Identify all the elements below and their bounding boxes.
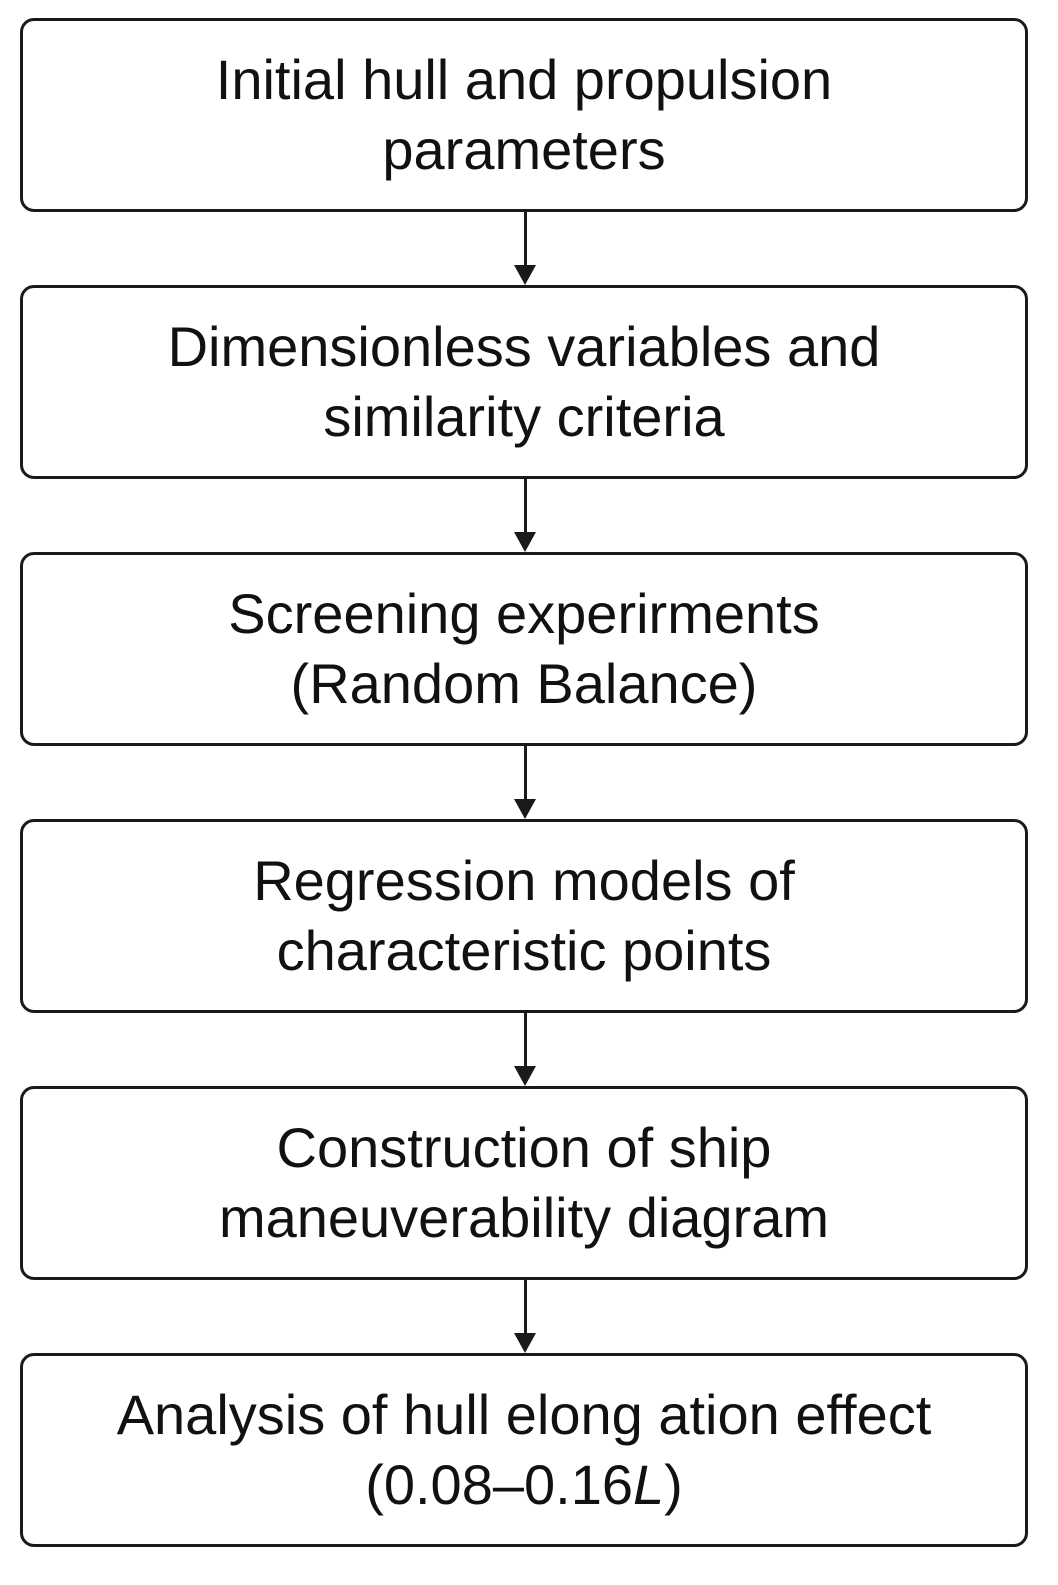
step-text-line-1: Construction of ship bbox=[276, 1116, 772, 1179]
step-text-line-1: Screening experirments bbox=[228, 582, 820, 645]
hull-length-symbol: L bbox=[632, 1453, 665, 1516]
arrow-head-icon bbox=[514, 532, 536, 552]
range-text: (0.08–0.16 bbox=[365, 1453, 633, 1516]
step-text-line-2: characteristic points bbox=[276, 919, 772, 982]
step-text-line-1: Regression models of bbox=[253, 849, 795, 912]
step-text-line-1: Initial hull and propulsion bbox=[215, 48, 833, 111]
step-text-line-2: similarity criteria bbox=[323, 385, 725, 448]
arrow-head-icon bbox=[514, 1066, 536, 1086]
step-text-line-2: (0.08–0.16L) bbox=[365, 1450, 683, 1520]
step-dimensionless-variables: Dimensionless variables and similarity c… bbox=[20, 285, 1028, 479]
arrow-head-icon bbox=[514, 265, 536, 285]
step-initial-parameters: Initial hull and propulsion parameters bbox=[20, 18, 1028, 212]
step-text-line-2: maneuverability diagram bbox=[218, 1186, 830, 1249]
arrow-head-icon bbox=[514, 1333, 536, 1353]
step-regression-models: Regression models of characteristic poin… bbox=[20, 819, 1028, 1013]
step-text-line-1: Analysis of hull elong ation effect bbox=[116, 1383, 932, 1446]
step-hull-elongation-analysis: Analysis of hull elong ation effect (0.0… bbox=[20, 1353, 1028, 1547]
arrow-head-icon bbox=[514, 799, 536, 819]
step-text-line-2: (Random Balance) bbox=[290, 652, 758, 715]
step-text-line-2: parameters bbox=[382, 118, 666, 181]
range-close: ) bbox=[664, 1453, 683, 1516]
step-maneuverability-diagram: Construction of ship maneuverability dia… bbox=[20, 1086, 1028, 1280]
step-screening-experiments: Screening experirments (Random Balance) bbox=[20, 552, 1028, 746]
step-text-line-1: Dimensionless variables and bbox=[167, 315, 881, 378]
